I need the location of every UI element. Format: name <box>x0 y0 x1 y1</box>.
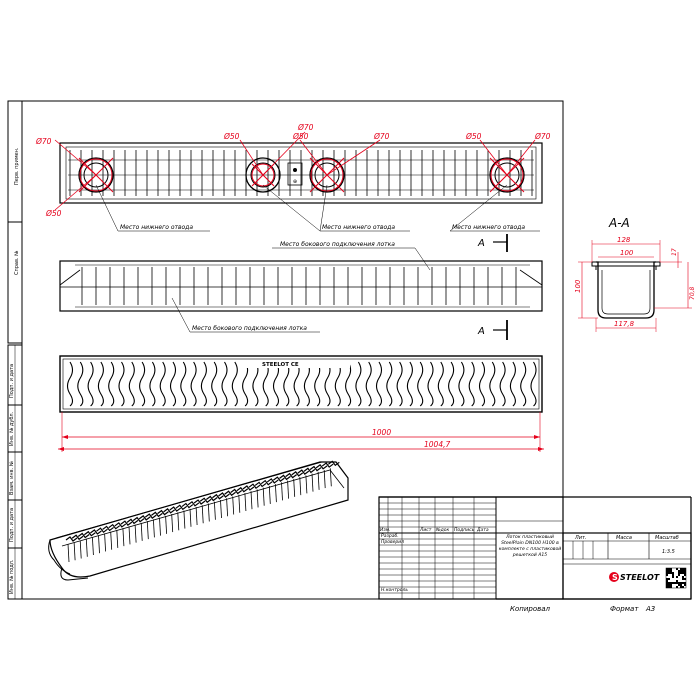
dim-d70-c: Ø70 <box>373 132 390 141</box>
grate-view: STEELOT CE 1000 1004,7 <box>58 355 544 452</box>
tb-col-list: Лист <box>419 527 432 533</box>
callout-bottom-outlet-1: Место нижнего отвода <box>120 224 193 231</box>
callout-bottom-outlet-3: Место нижнего отвода <box>452 224 525 231</box>
top-view: ⊕ Ø70 Ø50 Ø50 Ø70 Ø50 Ø70 Ø50 Ø70 Место … <box>35 123 551 252</box>
section-title: А-А <box>608 216 630 230</box>
side-view: Место бокового подключения лотка Место б… <box>59 241 543 340</box>
tb-row-nkontr: Н.контроль <box>381 587 408 593</box>
side-label-5: Подп. и дата <box>9 508 15 542</box>
dim-side-70: 70,8 <box>689 286 696 300</box>
dim-d50-a: Ø50 <box>45 209 62 218</box>
tb-row-razrab: Разраб. <box>381 533 399 539</box>
callout-side-connection-bottom: Место бокового подключения лотка <box>192 325 307 332</box>
dim-width-inner: 100 <box>620 249 634 257</box>
section-marker-top: А <box>477 238 485 249</box>
callout-bottom-outlet-2: Место нижнего отвода <box>322 224 395 231</box>
side-label-4: Взам. инв. № <box>9 460 15 495</box>
side-label-2: Подп. и дата <box>9 364 15 398</box>
dim-width-top: 128 <box>617 236 631 244</box>
side-label-1: Справ. № <box>14 250 20 275</box>
dim-d50-b: Ø50 <box>223 132 240 141</box>
tb-row-prover: Проверил <box>381 539 404 545</box>
dim-outer-length: 1004,7 <box>424 440 450 449</box>
dim-d70-b: Ø70 <box>297 123 314 132</box>
section-marker-bottom: А <box>477 326 485 337</box>
section-a-a: А-А 128 100 100 117,8 17 70,8 <box>574 216 696 332</box>
tb-col-izm: Изм. <box>380 527 391 533</box>
callout-side-connection-top: Место бокового подключения лотка <box>280 241 395 248</box>
dim-d50-c: Ø50 <box>292 132 309 141</box>
dim-inner-length: 1000 <box>372 428 391 437</box>
dim-side-17: 17 <box>671 248 678 256</box>
title-block-description: Лоток пластиковый SteelPlain DN100 H100 … <box>498 535 562 558</box>
dim-d50-d: Ø50 <box>465 132 482 141</box>
side-label-0: Перв. примен. <box>14 147 20 185</box>
tb-col-podp: Подпись <box>454 527 475 533</box>
svg-text:⊕: ⊕ <box>293 179 297 185</box>
dim-d70-a: Ø70 <box>35 137 52 146</box>
dim-width-bottom: 117,8 <box>614 320 635 328</box>
grate-brand-text: STEELOT CE <box>262 362 299 368</box>
iso-view <box>48 460 349 581</box>
tb-col-data: Дата <box>476 527 489 533</box>
side-label-3: Инв. № дубл. <box>9 411 15 446</box>
tb-col-ndok: №док <box>435 527 450 533</box>
dim-d70-d: Ø70 <box>534 132 551 141</box>
side-label-6: Инв. № подл. <box>9 559 15 594</box>
dim-height: 100 <box>574 279 582 293</box>
